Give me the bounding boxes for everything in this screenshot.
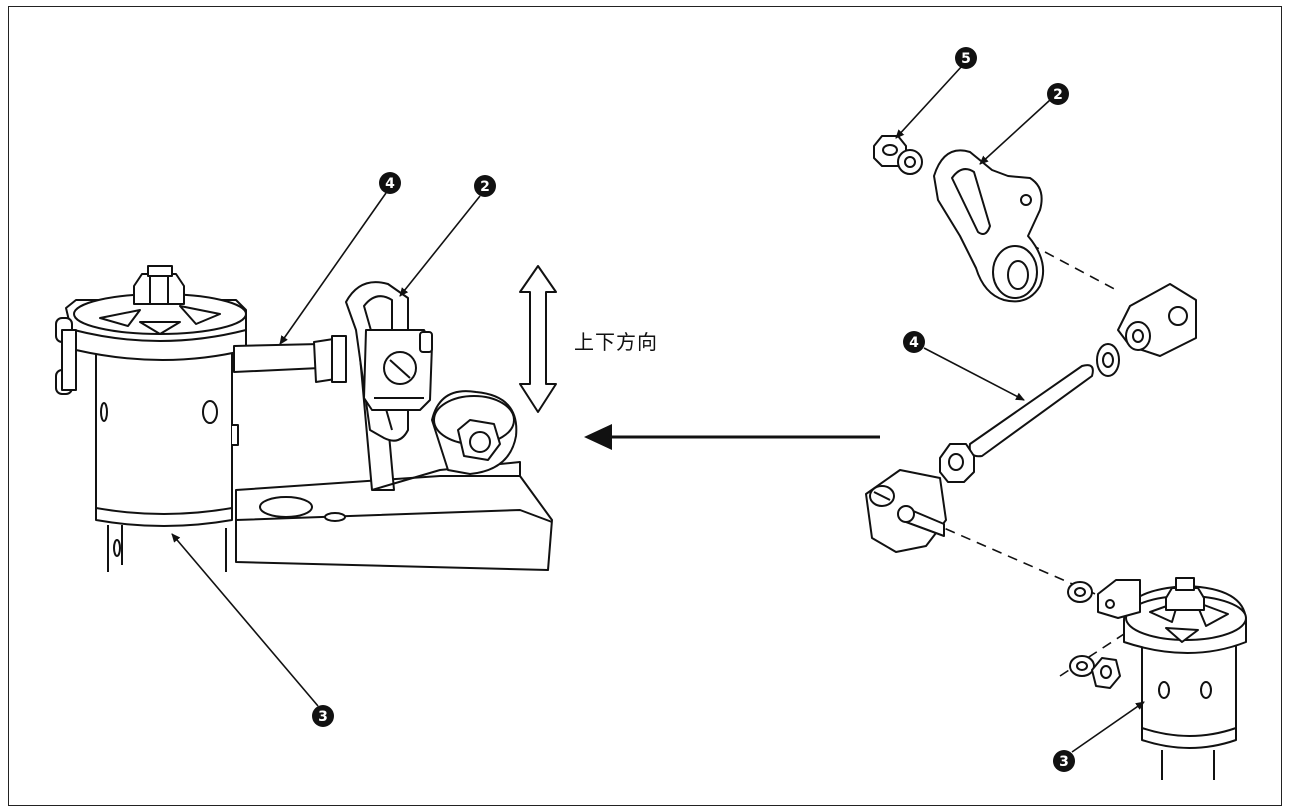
callout-left-2: 2 bbox=[474, 175, 496, 197]
link-arm-exploded bbox=[933, 149, 1044, 303]
base-plate bbox=[107, 475, 553, 572]
rod-exploded bbox=[968, 364, 1094, 458]
solenoid-cap bbox=[55, 265, 247, 395]
top-nut-washer bbox=[873, 135, 923, 175]
clamp-block-exploded-upper bbox=[1096, 283, 1197, 377]
callout-right-4: 4 bbox=[903, 331, 925, 353]
svg-text:5: 5 bbox=[961, 51, 971, 67]
callout-left-4: 4 bbox=[379, 172, 401, 194]
lower-washers bbox=[1067, 581, 1121, 689]
callout-right-5: 5 bbox=[955, 47, 977, 69]
clamp-block-exploded-lower bbox=[865, 469, 947, 553]
direction-label: 上下方向 bbox=[574, 330, 658, 354]
callout-right-2: 2 bbox=[1047, 83, 1069, 105]
svg-text:4: 4 bbox=[909, 335, 919, 351]
assembly-direction-arrow bbox=[584, 424, 880, 450]
callout-left-3: 3 bbox=[312, 705, 334, 727]
solenoid-body bbox=[95, 349, 239, 527]
left-assembly bbox=[55, 265, 553, 572]
svg-text:3: 3 bbox=[318, 709, 328, 725]
svg-text:2: 2 bbox=[480, 179, 490, 195]
rod-nut-washer bbox=[939, 443, 975, 483]
svg-text:3: 3 bbox=[1059, 754, 1069, 770]
clamp-block bbox=[363, 329, 433, 411]
leader-lines bbox=[171, 65, 1145, 753]
right-exploded-view bbox=[865, 135, 1247, 780]
svg-text:2: 2 bbox=[1053, 87, 1063, 103]
callout-right-3: 3 bbox=[1053, 750, 1075, 772]
rod bbox=[233, 335, 347, 383]
svg-text:4: 4 bbox=[385, 176, 395, 192]
solenoid-exploded bbox=[1097, 577, 1247, 780]
vertical-direction-arrow bbox=[519, 265, 557, 413]
roller-nut bbox=[431, 390, 518, 475]
